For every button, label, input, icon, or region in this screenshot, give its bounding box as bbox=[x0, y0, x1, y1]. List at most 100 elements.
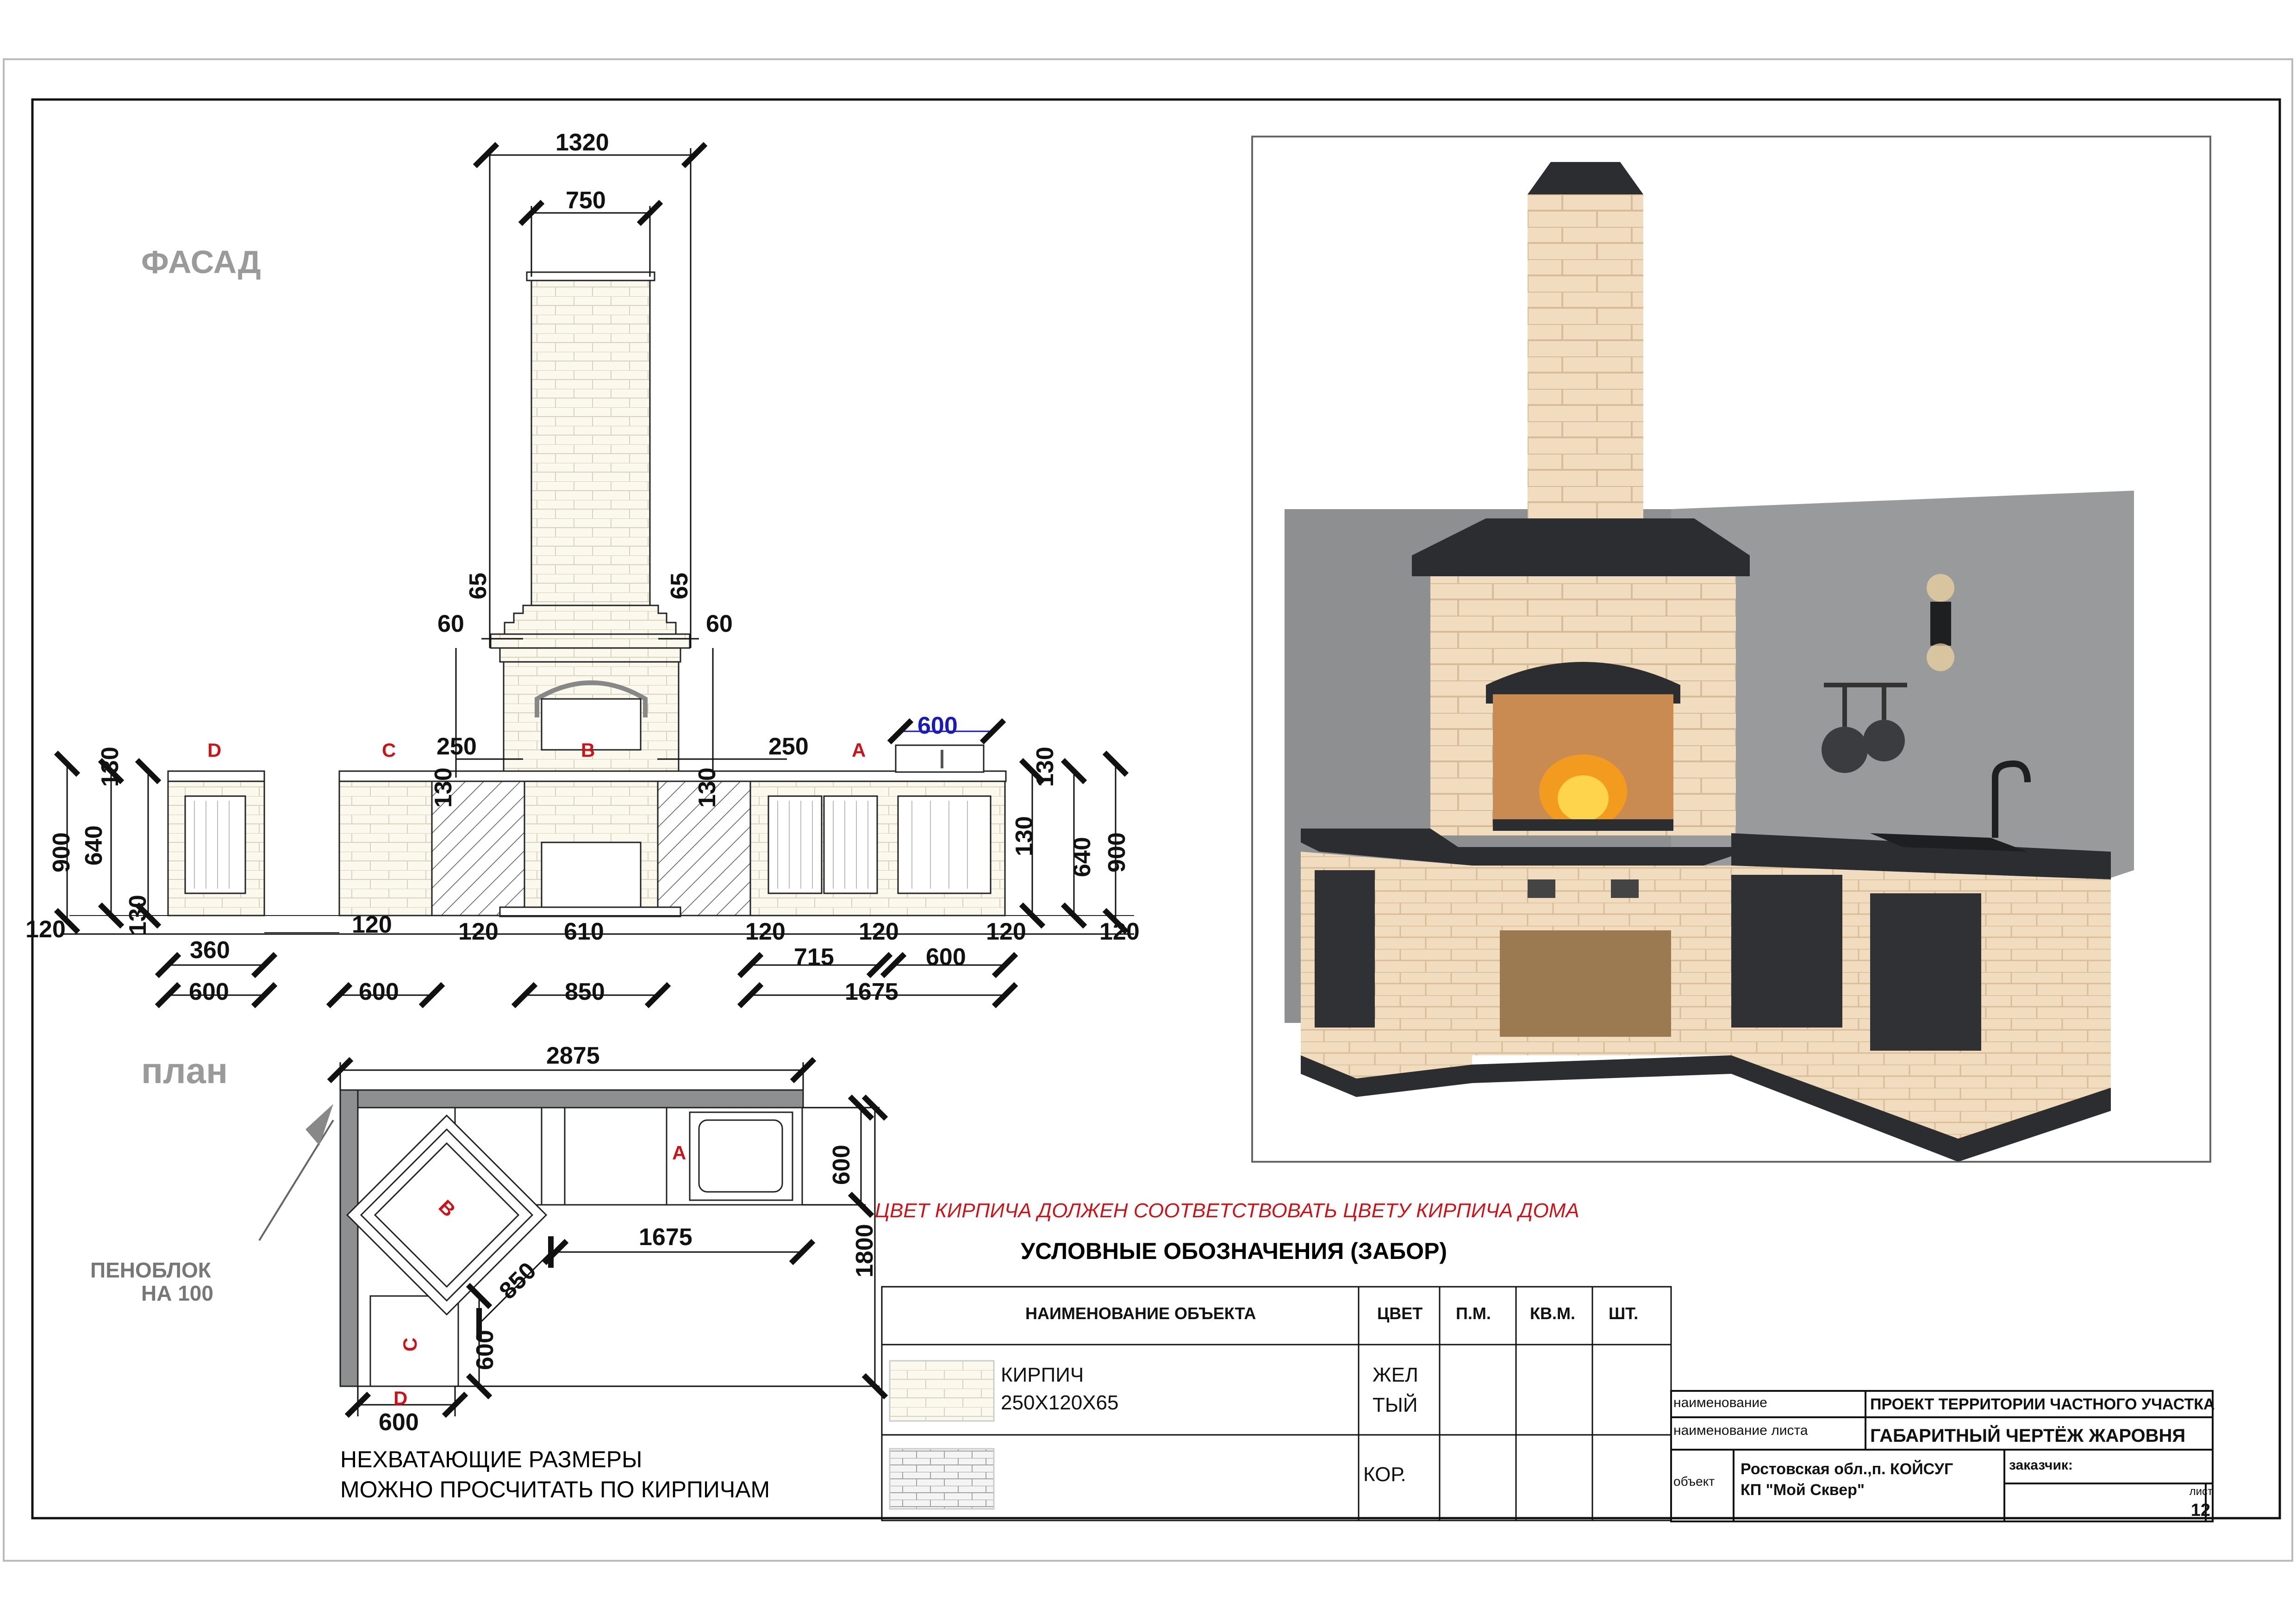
dim-120-e: 120 bbox=[859, 918, 899, 945]
tb-sheet-name-label: наименование листа bbox=[1673, 1423, 1808, 1438]
door-1 bbox=[767, 795, 823, 894]
legend-row1-name1: КИРПИЧ bbox=[1001, 1364, 1084, 1386]
plan-label-a: A bbox=[672, 1142, 686, 1164]
dim-130-d: 130 bbox=[1032, 747, 1059, 787]
plan-label-d: D bbox=[393, 1387, 407, 1409]
plan-cabinet-c bbox=[369, 1295, 459, 1387]
render-pan-1-icon bbox=[1822, 727, 1868, 773]
chimney bbox=[530, 276, 651, 606]
dim-360: 360 bbox=[190, 937, 230, 964]
hood-band-2 bbox=[499, 647, 681, 663]
render-chimney-cap bbox=[1528, 162, 1643, 194]
label-d: D bbox=[207, 739, 221, 761]
foam-block-arrow-icon bbox=[306, 1104, 333, 1146]
render-faucet-icon bbox=[1992, 760, 2031, 838]
dim-120-c: 120 bbox=[458, 918, 499, 945]
plan-label-c: C bbox=[399, 1338, 421, 1352]
hood-band bbox=[490, 633, 691, 649]
dim-600-mid: 600 bbox=[926, 944, 966, 971]
chimney-cap bbox=[526, 271, 655, 281]
facade-section-labels: D C B A bbox=[207, 739, 866, 761]
render-hood-roof bbox=[1412, 518, 1750, 576]
render-image bbox=[1251, 136, 2211, 1163]
chimney-corbel bbox=[504, 604, 677, 635]
legend-col-pm: П.М. bbox=[1456, 1304, 1491, 1323]
firebox-opening bbox=[541, 698, 642, 751]
missing-dims-line2: МОЖНО ПРОСЧИТАТЬ ПО КИРПИЧАМ bbox=[340, 1477, 770, 1502]
dim-120-f: 120 bbox=[986, 918, 1026, 945]
legend-row1-color2: ТЫЙ bbox=[1373, 1393, 1417, 1416]
render-sink bbox=[1870, 833, 2028, 852]
plan-heading: план bbox=[141, 1050, 228, 1091]
plan-dimension-lines bbox=[327, 1057, 888, 1418]
dim-120-d: 120 bbox=[745, 918, 786, 945]
facade-dimension-texts: 1320 750 65 65 60 60 250 250 600 130 130… bbox=[25, 129, 1140, 1005]
tb-object-line1: Ростовская обл.,п. КОЙСУГ bbox=[1741, 1460, 1953, 1478]
legend-col-color: ЦВЕТ bbox=[1377, 1304, 1423, 1323]
dim-130-e: 130 bbox=[1011, 816, 1038, 856]
dim-640-right: 640 bbox=[1069, 837, 1096, 877]
legend-row1-name2: 250Х120Х65 bbox=[1001, 1391, 1118, 1414]
dim-610: 610 bbox=[564, 918, 604, 945]
legend-row2-color1: КОР. bbox=[1363, 1463, 1406, 1486]
legend-table bbox=[881, 1286, 1672, 1521]
plan-dim-600-bottom: 600 bbox=[379, 1409, 419, 1436]
dim-750: 750 bbox=[566, 187, 606, 214]
dim-600-b: 600 bbox=[359, 978, 399, 1005]
tb-sheet-label: лист bbox=[2190, 1485, 2213, 1498]
legend-col-sqm: КВ.М. bbox=[1530, 1304, 1575, 1323]
tb-object-label: объект bbox=[1673, 1474, 1715, 1489]
title-block bbox=[1670, 1390, 2214, 1522]
cabinet-d bbox=[167, 770, 265, 782]
render-base-plinth bbox=[1301, 1055, 2111, 1162]
plan-dim-1675: 1675 bbox=[639, 1224, 693, 1251]
render-firebox-arch bbox=[1486, 662, 1680, 704]
legend-title: УСЛОВНЫЕ ОБОЗНАЧЕНИЯ (ЗАБОР) bbox=[1021, 1238, 1447, 1264]
render-wall-lamp-icon bbox=[1930, 602, 1951, 646]
dim-65-right: 65 bbox=[666, 573, 693, 599]
dim-120-b: 120 bbox=[352, 911, 392, 938]
legend-rows: КИРПИЧ 250Х120Х65 ЖЕЛ ТЫЙ КОР. bbox=[1001, 1364, 1418, 1486]
dim-1675: 1675 bbox=[845, 978, 898, 1005]
outer-frame bbox=[3, 58, 2293, 1562]
dim-600-a: 600 bbox=[189, 978, 229, 1005]
label-c: C bbox=[382, 739, 396, 761]
door-slats bbox=[194, 801, 968, 889]
tb-sheet-name-value: ГАБАРИТНЫЙ ЧЕРТЁЖ ЖАРОВНЯ bbox=[1870, 1425, 2185, 1446]
plinth bbox=[499, 906, 681, 917]
door-3 bbox=[897, 795, 992, 894]
legend-row1-color1: ЖЕЛ bbox=[1373, 1364, 1418, 1386]
tb-sheet-number: 12 bbox=[2191, 1501, 2210, 1520]
plan-wall-top bbox=[339, 1089, 804, 1109]
facade-heading: ФАСАД bbox=[141, 244, 261, 280]
tb-name-label: наименование bbox=[1673, 1395, 1767, 1410]
dim-715: 715 bbox=[794, 944, 834, 971]
brick-color-note: ЦВЕТ КИРПИЧА ДОЛЖЕН СООТВЕТСТВОВАТЬ ЦВЕТ… bbox=[875, 1199, 1579, 1222]
render-chimney bbox=[1528, 194, 1643, 518]
plan-sink-inner bbox=[698, 1119, 783, 1193]
cabinet-d-door bbox=[184, 795, 246, 894]
dim-250-right: 250 bbox=[768, 733, 809, 760]
dim-1320: 1320 bbox=[555, 129, 609, 156]
title-block-texts: наименование ПРОЕКТ ТЕРРИТОРИИ ЧАСТНОГО … bbox=[1673, 1395, 2215, 1520]
foam-block-line2: НА 100 bbox=[141, 1281, 213, 1305]
hatch-right bbox=[657, 780, 751, 916]
render-wood-opening bbox=[1500, 930, 1671, 1037]
sink bbox=[895, 744, 985, 773]
dim-640-left: 640 bbox=[81, 825, 107, 866]
legend-col-name: НАИМЕНОВАНИЕ ОБЪЕКТА bbox=[1025, 1304, 1256, 1323]
plan-dim-1800: 1800 bbox=[851, 1224, 878, 1277]
tb-object-line2: КП "Мой Сквер" bbox=[1741, 1481, 1865, 1499]
dim-130-f: 130 bbox=[125, 895, 151, 935]
tb-client-label: заказчик: bbox=[2009, 1458, 2073, 1473]
dim-60-right: 60 bbox=[706, 611, 733, 637]
label-a: A bbox=[852, 739, 866, 761]
render-knob-1 bbox=[1528, 879, 1555, 898]
legend-col-pcs: ШТ. bbox=[1609, 1304, 1638, 1323]
render-door-right-2 bbox=[1870, 893, 1981, 1051]
dim-130-a: 130 bbox=[430, 767, 457, 808]
dim-130-b: 130 bbox=[694, 767, 721, 808]
render-grill bbox=[1493, 819, 1673, 831]
render-left-counter-top bbox=[1301, 829, 1759, 866]
